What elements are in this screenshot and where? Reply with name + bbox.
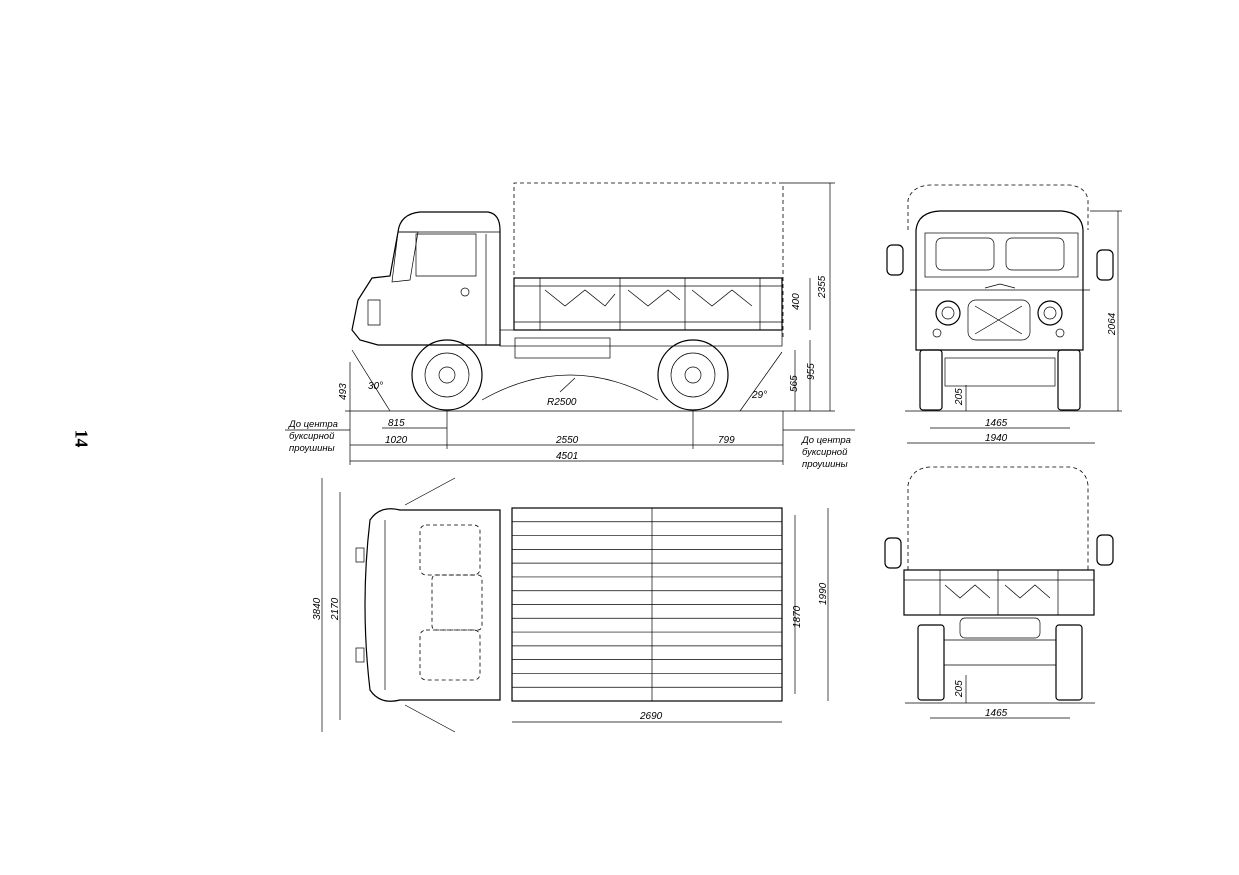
dim-493: 493 xyxy=(338,383,349,400)
dim-2064: 2064 xyxy=(1107,312,1118,336)
dim-radius: R2500 xyxy=(547,397,577,408)
note-left-2: буксирной xyxy=(289,431,335,442)
dim-2690: 2690 xyxy=(639,711,663,722)
note-right-3: проушины xyxy=(802,459,848,470)
dim-1020: 1020 xyxy=(385,435,408,446)
dim-4501: 4501 xyxy=(556,451,578,462)
dim-rear-205: 205 xyxy=(954,680,965,698)
dim-front-1465: 1465 xyxy=(985,418,1008,429)
dim-2550: 2550 xyxy=(555,435,579,446)
dim-1870: 1870 xyxy=(792,605,803,628)
note-right-1: До центра xyxy=(801,435,851,446)
dim-angle-front: 30° xyxy=(368,381,383,392)
side-view: 2355 400 955 565 493 30° 29° R2500 815 1… xyxy=(285,182,855,470)
dim-815: 815 xyxy=(388,418,405,429)
rear-view: 205 1465 xyxy=(884,466,1114,719)
dim-rear-1465: 1465 xyxy=(985,708,1008,719)
dim-angle-rear: 29° xyxy=(751,390,767,401)
note-right-2: буксирной xyxy=(802,447,848,458)
dim-3840: 3840 xyxy=(312,597,323,620)
dim-2355: 2355 xyxy=(817,275,828,299)
front-view: 2064 205 1465 1940 xyxy=(886,184,1122,444)
note-left-3: проушины xyxy=(289,443,335,454)
dim-2170: 2170 xyxy=(330,597,341,621)
dim-955: 955 xyxy=(806,363,817,380)
dim-front-1940: 1940 xyxy=(985,433,1008,444)
dim-front-205: 205 xyxy=(954,388,965,406)
top-view: 3840 2170 1870 1990 2690 xyxy=(312,477,829,733)
dim-1990: 1990 xyxy=(818,582,829,605)
dim-565: 565 xyxy=(789,375,800,392)
dim-400: 400 xyxy=(791,293,802,310)
dim-799: 799 xyxy=(718,435,735,446)
note-left-1: До центра xyxy=(288,419,338,430)
